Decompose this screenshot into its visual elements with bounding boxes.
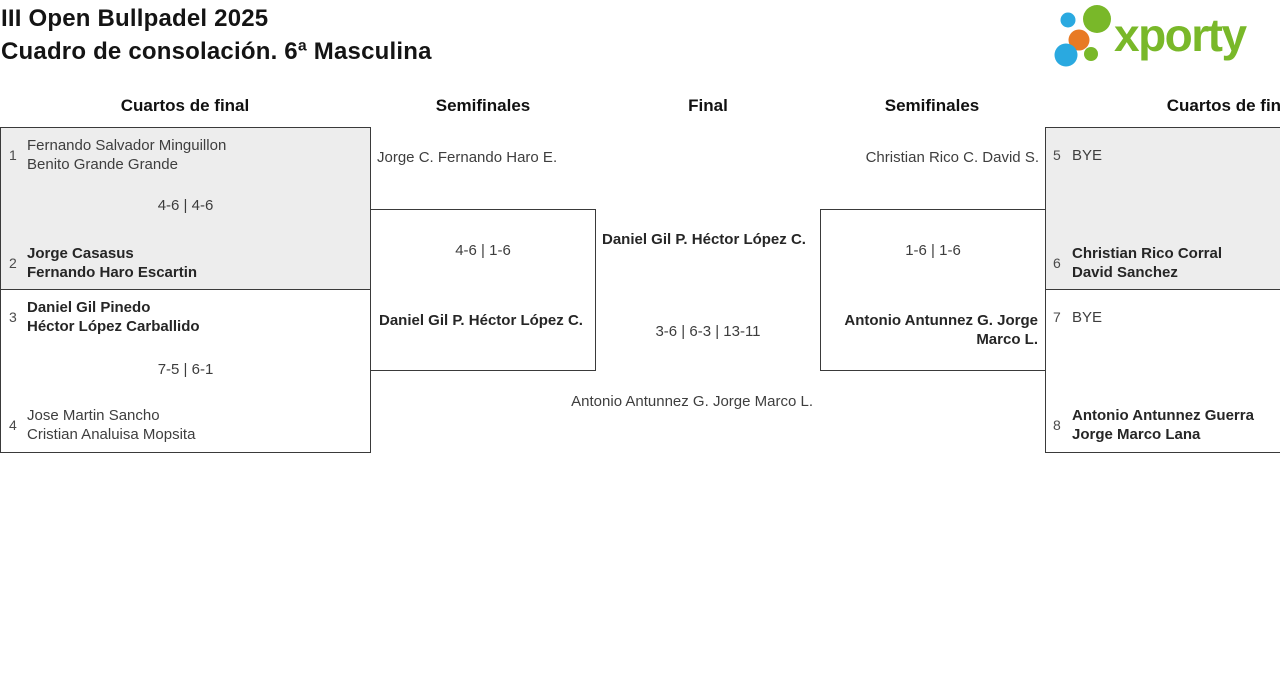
team-name: BYE xyxy=(1072,308,1103,326)
team-name-final-winner: Daniel Gil P. Héctor López C. xyxy=(602,231,806,248)
team-slot-seed-3: 3 Daniel Gil Pinedo Héctor López Carball… xyxy=(1,298,370,336)
team-name: Jose Martin Sancho Cristian Analuisa Mop… xyxy=(27,407,196,443)
team-name: Daniel Gil Pinedo Héctor López Carballid… xyxy=(27,299,200,335)
team-name-final-loser: Antonio Antunnez G. Jorge Marco L. xyxy=(571,393,813,410)
xporty-logo: xporty xyxy=(1054,5,1249,67)
seed-number: 6 xyxy=(1053,255,1061,271)
seed-number: 2 xyxy=(9,255,17,271)
title-line-tournament: III Open Bullpadel 2025 xyxy=(1,5,269,32)
team-slot-seed-6: 6 Christian Rico Corral David Sanchez xyxy=(1046,244,1280,282)
match-score-final: 3-6 | 6-3 | 13-11 xyxy=(655,323,761,340)
match-score: 4-6 | 4-6 xyxy=(157,197,214,214)
title-line-draw: Cuadro de consolación. 6ª Masculina xyxy=(1,38,432,65)
seed-number: 1 xyxy=(9,147,17,163)
team-name: Jorge Casasus Fernando Haro Escartin xyxy=(27,245,198,281)
round-header-sf-right: Semifinales xyxy=(884,96,980,115)
page-title: III Open Bullpadel 2025 Cuadro de consol… xyxy=(1,2,432,68)
team-name-sf-left-bottom: Daniel Gil P. Héctor López C. xyxy=(379,312,583,329)
match-score: 7-5 | 6-1 xyxy=(157,361,214,378)
team-slot-seed-5: 5 BYE xyxy=(1046,136,1280,174)
logo-dot-small-green-icon xyxy=(1084,47,1098,61)
logo-dot-large-blue-icon xyxy=(1054,43,1078,67)
seed-number: 8 xyxy=(1053,417,1061,433)
team-slot-seed-1: 1 Fernando Salvador Minguillon Benito Gr… xyxy=(1,136,370,174)
team-name: Fernando Salvador Minguillon Benito Gran… xyxy=(27,137,227,173)
match-qf-left-bottom: 3 Daniel Gil Pinedo Héctor López Carball… xyxy=(0,289,371,453)
round-header-final: Final xyxy=(688,96,728,115)
logo-dot-small-blue-icon xyxy=(1060,12,1076,28)
logo-dot-orange-icon xyxy=(1068,29,1090,51)
team-name-sf-right-bottom: Antonio Antunnez G. Jorge Marco L. xyxy=(844,312,1038,348)
logo-dot-large-green-icon xyxy=(1083,5,1111,33)
team-name: Antonio Antunnez Guerra Jorge Marco Lana xyxy=(1072,407,1254,443)
match-qf-right-top: 5 BYE 6 Christian Rico Corral David Sanc… xyxy=(1045,127,1280,290)
team-name-sf-right-top: Christian Rico C. David S. xyxy=(865,149,1039,166)
team-slot-seed-7: 7 BYE xyxy=(1046,298,1280,336)
team-name-sf-left-top: Jorge C. Fernando Haro E. xyxy=(377,149,558,166)
team-slot-seed-4: 4 Jose Martin Sancho Cristian Analuisa M… xyxy=(1,406,370,444)
team-name: BYE xyxy=(1072,146,1103,164)
match-sf-left: 4-6 | 1-6 Daniel Gil P. Héctor López C. xyxy=(370,209,596,371)
logo-wordmark: xporty xyxy=(1114,9,1248,61)
team-slot-seed-2: 2 Jorge Casasus Fernando Haro Escartin xyxy=(1,244,370,282)
seed-number: 3 xyxy=(9,309,17,325)
match-qf-left-top: 1 Fernando Salvador Minguillon Benito Gr… xyxy=(0,127,371,290)
seed-number: 7 xyxy=(1053,309,1061,325)
match-score: 4-6 | 1-6 xyxy=(455,242,511,259)
round-header-qf-left: Cuartos de final xyxy=(120,96,250,115)
team-name: Christian Rico Corral David Sanchez xyxy=(1072,245,1223,281)
match-sf-right: 1-6 | 1-6 Antonio Antunnez G. Jorge Marc… xyxy=(820,209,1046,371)
round-header-sf-left: Semifinales xyxy=(435,96,531,115)
seed-number: 5 xyxy=(1053,147,1061,163)
seed-number: 4 xyxy=(9,417,17,433)
round-header-qf-right: Cuartos de final xyxy=(1166,96,1280,115)
match-score: 1-6 | 1-6 xyxy=(905,242,961,259)
match-qf-right-bottom: 7 BYE 8 Antonio Antunnez Guerra Jorge Ma… xyxy=(1045,289,1280,453)
team-slot-seed-8: 8 Antonio Antunnez Guerra Jorge Marco La… xyxy=(1046,406,1280,444)
